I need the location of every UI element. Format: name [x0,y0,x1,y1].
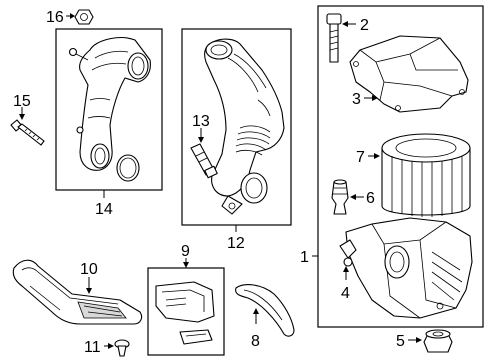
callout-15: 15 [13,93,31,110]
part-10-air-inlet-duct [12,259,143,325]
part-3-airbox-cover [349,35,469,113]
callout-14: 14 [95,201,113,218]
callout-4: 4 [341,285,350,302]
part-11-push-pin [114,339,130,357]
part-12-air-duct [203,38,285,215]
callout-1: 1 [300,249,309,266]
part-9-bracket-kit [155,281,215,345]
part-airbox-housing [339,217,473,319]
callout-3: 3 [352,91,361,108]
callout-2: 2 [360,17,369,34]
part-8-seal [235,284,295,337]
callout-9: 9 [181,243,190,260]
part-15-bolt [10,119,45,146]
callout-7: 7 [356,149,365,166]
callout-8: 8 [251,333,260,350]
callout-16: 16 [46,9,64,26]
callout-5: 5 [396,333,405,350]
callout-13: 13 [192,113,210,130]
part-2-screw [326,13,342,63]
callout-12: 12 [227,235,245,252]
part-7-air-filter [381,133,471,217]
callout-10: 10 [80,261,98,278]
callout-6: 6 [366,190,375,207]
frame-group-14 [55,28,163,191]
frame-group-1 [317,5,484,328]
part-16-nut [74,9,94,25]
part-13-sensor [190,143,218,179]
part-14-intake-tube [68,37,151,182]
callout-11: 11 [84,339,101,356]
part-6-grommet [331,179,349,215]
part-5-rubber-mount [423,329,453,353]
